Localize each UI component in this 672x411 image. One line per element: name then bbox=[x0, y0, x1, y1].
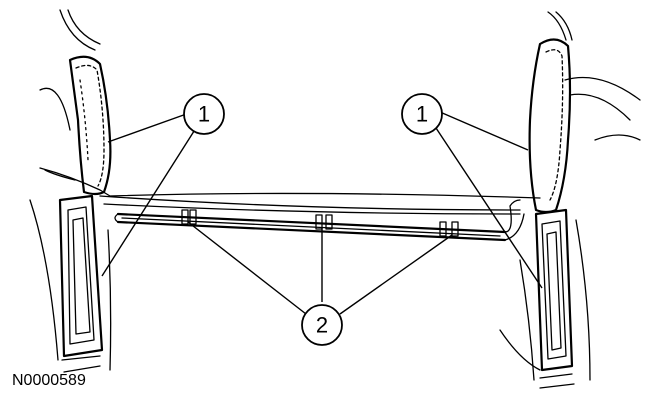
clip-left bbox=[181, 209, 197, 225]
leader-lines bbox=[101, 111, 543, 315]
clip-center bbox=[315, 214, 333, 230]
header-rail bbox=[39, 167, 541, 242]
callout-2: 2 bbox=[301, 304, 343, 346]
figure-id: N0000589 bbox=[12, 372, 86, 389]
callout-1-right: 1 bbox=[401, 93, 443, 135]
callout-1-left: 1 bbox=[183, 93, 225, 135]
callout-label: 1 bbox=[416, 102, 428, 127]
callout-label: 1 bbox=[198, 102, 210, 127]
left-pillar-assembly bbox=[29, 9, 112, 373]
clip-right bbox=[439, 221, 459, 237]
right-pillar-assembly bbox=[499, 11, 641, 389]
callout-label: 2 bbox=[316, 313, 328, 338]
